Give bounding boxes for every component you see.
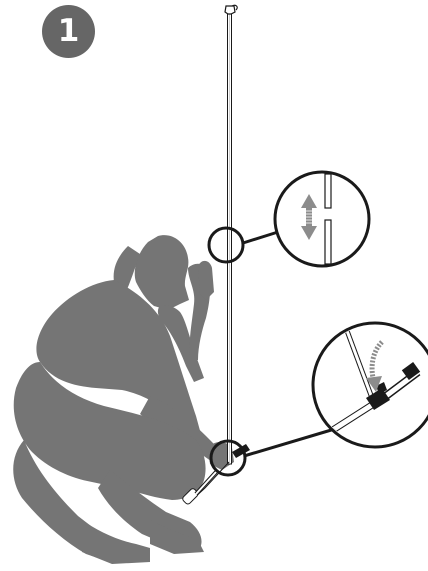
crouching-person-silhouette xyxy=(13,235,234,564)
height-adjust-detail xyxy=(275,172,369,266)
joint-marker-upper xyxy=(209,228,278,262)
lock-release-detail xyxy=(313,323,428,447)
